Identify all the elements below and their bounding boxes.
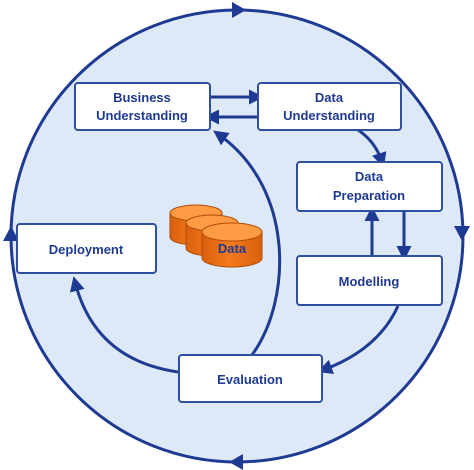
data-understanding-box: Data Understanding (257, 82, 402, 131)
outer-arrow-right-icon (454, 226, 470, 241)
data-preparation-label-line2: Preparation (333, 188, 405, 203)
business-understanding-label-line2: Understanding (96, 108, 188, 123)
data-store-label: Data (218, 241, 247, 256)
outer-arrow-top-icon (232, 2, 246, 18)
deployment-label: Deployment (49, 242, 124, 257)
arrow-evaluation-to-deployment (69, 276, 179, 374)
arrow-evaluation-to-bu (213, 130, 282, 356)
modelling-box: Modelling (296, 255, 443, 306)
data-understanding-label-line2: Understanding (283, 108, 375, 123)
evaluation-box: Evaluation (178, 354, 323, 403)
arrow-modelling-to-evaluation (317, 305, 400, 374)
data-preparation-label-line1: Data (355, 169, 384, 184)
deployment-box: Deployment (16, 223, 157, 274)
business-understanding-box: Business Understanding (74, 82, 211, 131)
data-store-icon: Data (169, 204, 263, 268)
modelling-label: Modelling (339, 274, 400, 289)
data-preparation-box: Data Preparation (296, 161, 443, 212)
cylinder-front-icon (201, 222, 263, 268)
outer-arrow-bottom-icon (229, 454, 243, 470)
business-understanding-label-line1: Business (113, 90, 171, 105)
data-understanding-label-line1: Data (315, 90, 344, 105)
outer-arrow-left-icon (3, 226, 19, 241)
evaluation-label: Evaluation (217, 372, 283, 387)
